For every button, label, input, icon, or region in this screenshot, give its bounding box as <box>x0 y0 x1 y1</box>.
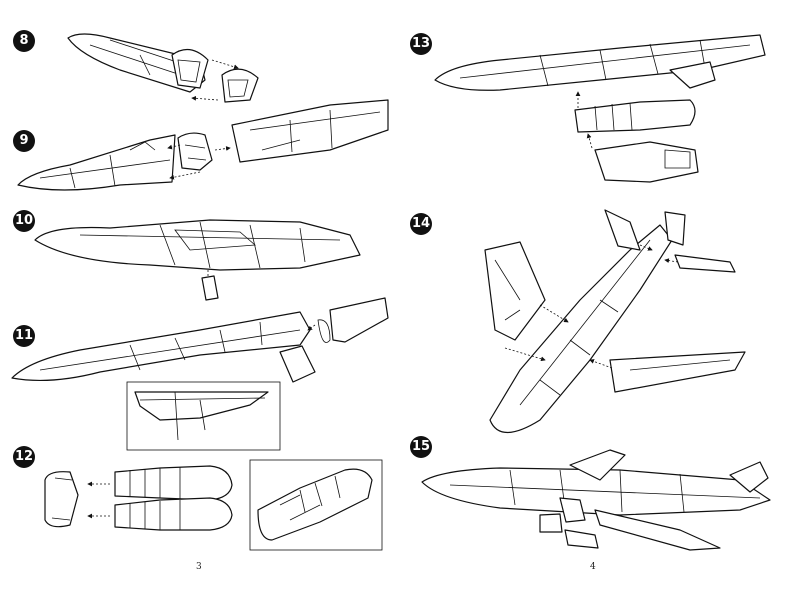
step-13-badge: 13 <box>410 33 432 55</box>
step-14-badge: 14 <box>410 213 432 235</box>
step-8-drawing <box>67 33 259 103</box>
step-8-badge: 8 <box>13 30 35 52</box>
step-10-drawing <box>34 219 361 301</box>
step-13-drawing <box>434 34 766 183</box>
step-9-badge: 9 <box>13 130 35 152</box>
page-number-left: 3 <box>196 562 202 572</box>
step-15-badge: 15 <box>410 436 432 458</box>
step-9-drawing <box>17 99 389 191</box>
page-number-right: 4 <box>590 562 596 572</box>
step-15-drawing <box>421 449 771 551</box>
step-11-drawing <box>11 297 389 451</box>
step-12-badge: 12 <box>13 446 35 468</box>
step-11-inset-frame <box>126 381 281 451</box>
step-12-inset-frame <box>249 459 383 551</box>
step-11-badge: 11 <box>13 325 35 347</box>
step-12-drawing <box>44 459 383 551</box>
step-10-badge: 10 <box>13 210 35 232</box>
step-14-drawing <box>484 209 746 433</box>
